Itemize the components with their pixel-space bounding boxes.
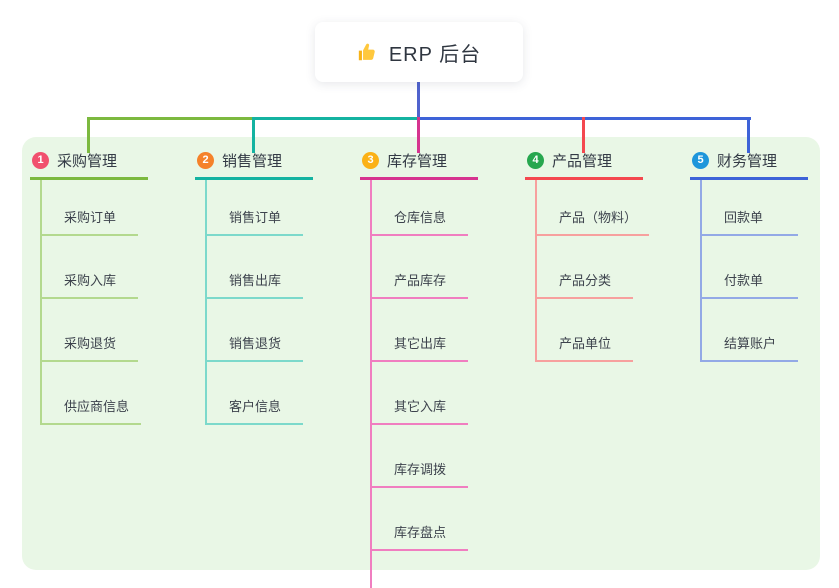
leaf-node[interactable]: 采购订单 <box>42 180 138 236</box>
branch-items: 回款单付款单结算账户 <box>700 180 808 362</box>
connector-branch-drop-2 <box>252 117 255 153</box>
thumbs-up-path <box>358 50 362 61</box>
branches-background-panel <box>22 137 820 570</box>
branch-node-4[interactable]: 4 产品管理 <box>525 150 643 180</box>
leaf-node[interactable]: 结算账户 <box>702 299 798 362</box>
leaf-node[interactable]: 产品库存 <box>372 236 468 299</box>
leaf-node[interactable]: 产品（物料） <box>537 180 650 236</box>
leaf-node[interactable]: 销售出库 <box>207 236 303 299</box>
connector-horizontal-left <box>87 117 254 120</box>
thumbs-up-icon <box>357 41 379 63</box>
branch-number-badge: 1 <box>32 152 49 169</box>
branch-node-3[interactable]: 3 库存管理 <box>360 150 478 180</box>
leaf-node[interactable]: 付款单 <box>702 236 798 299</box>
branch-node-1[interactable]: 1 采购管理 <box>30 150 148 180</box>
leaf-node[interactable]: 供应商信息 <box>42 362 142 425</box>
root-node[interactable]: ERP 后台 <box>315 22 523 82</box>
branch-items: 采购订单采购入库采购退货供应商信息 <box>40 180 148 425</box>
branch-number-badge: 2 <box>197 152 214 169</box>
leaf-node[interactable]: 采购入库 <box>42 236 138 299</box>
branch-title-label: 产品管理 <box>552 153 613 170</box>
branch-number-badge: 4 <box>527 152 544 169</box>
branch-number-badge: 3 <box>362 152 379 169</box>
leaf-node[interactable]: 仓库信息 <box>372 180 468 236</box>
leaf-node[interactable]: 销售订单 <box>207 180 303 236</box>
leaf-node[interactable]: 采购退货 <box>42 299 138 362</box>
branch-1: 1 采购管理采购订单采购入库采购退货供应商信息 <box>30 150 148 425</box>
leaf-node[interactable]: 其它入库 <box>372 362 468 425</box>
branch-items: 产品（物料）产品分类产品单位 <box>535 180 650 362</box>
branch-node-5[interactable]: 5 财务管理 <box>690 150 808 180</box>
branch-items: 仓库信息产品库存其它出库其它入库库存调拨库存盘点出库库明细 <box>370 180 478 588</box>
connector-branch-drop-3 <box>417 117 420 153</box>
leaf-node[interactable]: 其它出库 <box>372 299 468 362</box>
connector-branch-drop-5 <box>747 117 750 153</box>
root-node-label: ERP 后台 <box>388 43 482 66</box>
leaf-node[interactable]: 产品分类 <box>537 236 633 299</box>
leaf-node[interactable]: 客户信息 <box>207 362 303 425</box>
branch-5: 5 财务管理回款单付款单结算账户 <box>690 150 808 362</box>
branch-title-label: 库存管理 <box>387 153 448 170</box>
branch-2: 2 销售管理销售订单销售出库销售退货客户信息 <box>195 150 313 425</box>
branch-node-2[interactable]: 2 销售管理 <box>195 150 313 180</box>
connector-branch-drop-1 <box>87 117 90 153</box>
branch-items: 销售订单销售出库销售退货客户信息 <box>205 180 313 425</box>
branch-number-badge: 5 <box>692 152 709 169</box>
connector-root-drop <box>417 82 420 118</box>
leaf-node[interactable]: 库存盘点 <box>372 488 468 551</box>
branch-title-label: 财务管理 <box>717 153 778 170</box>
connector-branch-drop-4 <box>582 117 585 153</box>
leaf-node[interactable]: 出库库明细 <box>372 551 471 588</box>
branch-title-label: 采购管理 <box>57 153 118 170</box>
branch-4: 4 产品管理产品（物料）产品分类产品单位 <box>525 150 650 362</box>
leaf-node[interactable]: 库存调拨 <box>372 425 468 488</box>
leaf-node[interactable]: 产品单位 <box>537 299 633 362</box>
branch-3: 3 库存管理仓库信息产品库存其它出库其它入库库存调拨库存盘点出库库明细 <box>360 150 478 588</box>
leaf-node[interactable]: 回款单 <box>702 180 798 236</box>
leaf-node[interactable]: 销售退货 <box>207 299 303 362</box>
connector-horizontal-mid <box>253 117 418 120</box>
branch-title-label: 销售管理 <box>222 153 283 170</box>
